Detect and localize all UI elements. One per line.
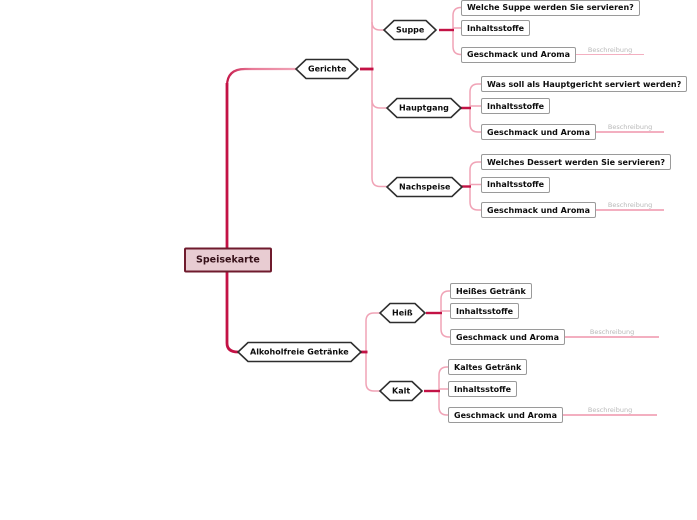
- leaf-node-nachspeise-geschmack[interactable]: Geschmack und Aroma: [481, 202, 597, 218]
- leaf-node-nachspeise-inhaltsstoffe[interactable]: Inhaltsstoffe: [481, 176, 551, 193]
- leaf-node-suppe-geschmack[interactable]: Geschmack und Aroma: [461, 46, 577, 63]
- edge-label-beschreibung: Beschreibung: [607, 123, 653, 131]
- branch-node-label: Gerichte: [308, 64, 347, 74]
- topic-node-kalt[interactable]: Kalt: [378, 380, 424, 402]
- leaf-node-hauptgang-frage[interactable]: Was soll als Hauptgericht serviert werde…: [481, 76, 688, 92]
- topic-node-heiss[interactable]: Heiß: [378, 302, 427, 324]
- topic-node-label: Hauptgang: [399, 103, 449, 113]
- edge-line: [596, 209, 665, 211]
- edge-label-beschreibung: Beschreibung: [587, 45, 633, 54]
- collapsed-edge[interactable]: Beschreibung: [596, 123, 665, 141]
- leaf-node-suppe-frage[interactable]: Welche Suppe werden Sie servieren?: [461, 0, 640, 16]
- topic-node-label: Suppe: [396, 25, 425, 35]
- collapsed-edge[interactable]: Beschreibung: [576, 45, 645, 64]
- topic-node-label: Heiß: [392, 308, 413, 318]
- root-node-speisekarte[interactable]: Speisekarte: [184, 247, 272, 273]
- leaf-node-hauptgang-inhaltsstoffe[interactable]: Inhaltsstoffe: [481, 98, 551, 114]
- collapsed-edge[interactable]: Beschreibung: [563, 406, 658, 424]
- branch-node-gerichte[interactable]: Gerichte: [294, 58, 360, 80]
- root-node-label: Speisekarte: [196, 254, 260, 266]
- leaf-node-nachspeise-frage[interactable]: Welches Dessert werden Sie servieren?: [481, 154, 672, 170]
- edge-line: [576, 53, 645, 56]
- topic-node-label: Kalt: [392, 386, 411, 396]
- topic-node-hauptgang[interactable]: Hauptgang: [385, 97, 463, 119]
- edge-line: [563, 414, 658, 416]
- leaf-node-heiss-geschmack[interactable]: Geschmack und Aroma: [450, 329, 566, 345]
- leaf-node-kalt-inhaltsstoffe[interactable]: Inhaltsstoffe: [448, 381, 518, 397]
- topic-node-label: Nachspeise: [399, 182, 451, 191]
- leaf-node-suppe-inhaltsstoffe[interactable]: Inhaltsstoffe: [461, 20, 531, 36]
- branch-node-label: Alkoholfreie Getränke: [250, 347, 349, 357]
- collapsed-edge[interactable]: Beschreibung: [596, 201, 665, 219]
- leaf-node-kalt-getraenk[interactable]: Kaltes Getränk: [448, 359, 528, 375]
- leaf-node-hauptgang-geschmack[interactable]: Geschmack und Aroma: [481, 124, 597, 140]
- topic-node-suppe[interactable]: Suppe: [382, 19, 438, 41]
- edge-label-beschreibung: Beschreibung: [607, 201, 653, 209]
- branch-node-alkoholfreie-getraenke[interactable]: Alkoholfreie Getränke: [236, 341, 363, 363]
- edge-label-beschreibung: Beschreibung: [587, 406, 633, 414]
- leaf-node-kalt-geschmack[interactable]: Geschmack und Aroma: [448, 407, 564, 423]
- edge-label-beschreibung: Beschreibung: [589, 328, 635, 336]
- leaf-node-heiss-inhaltsstoffe[interactable]: Inhaltsstoffe: [450, 303, 520, 319]
- edge-line: [596, 131, 665, 133]
- collapsed-edge[interactable]: Beschreibung: [565, 328, 660, 346]
- edge-line: [565, 336, 660, 338]
- leaf-node-heiss-getraenk[interactable]: Heißes Getränk: [450, 283, 532, 299]
- topic-node-nachspeise[interactable]: Nachspeise: [385, 176, 464, 197]
